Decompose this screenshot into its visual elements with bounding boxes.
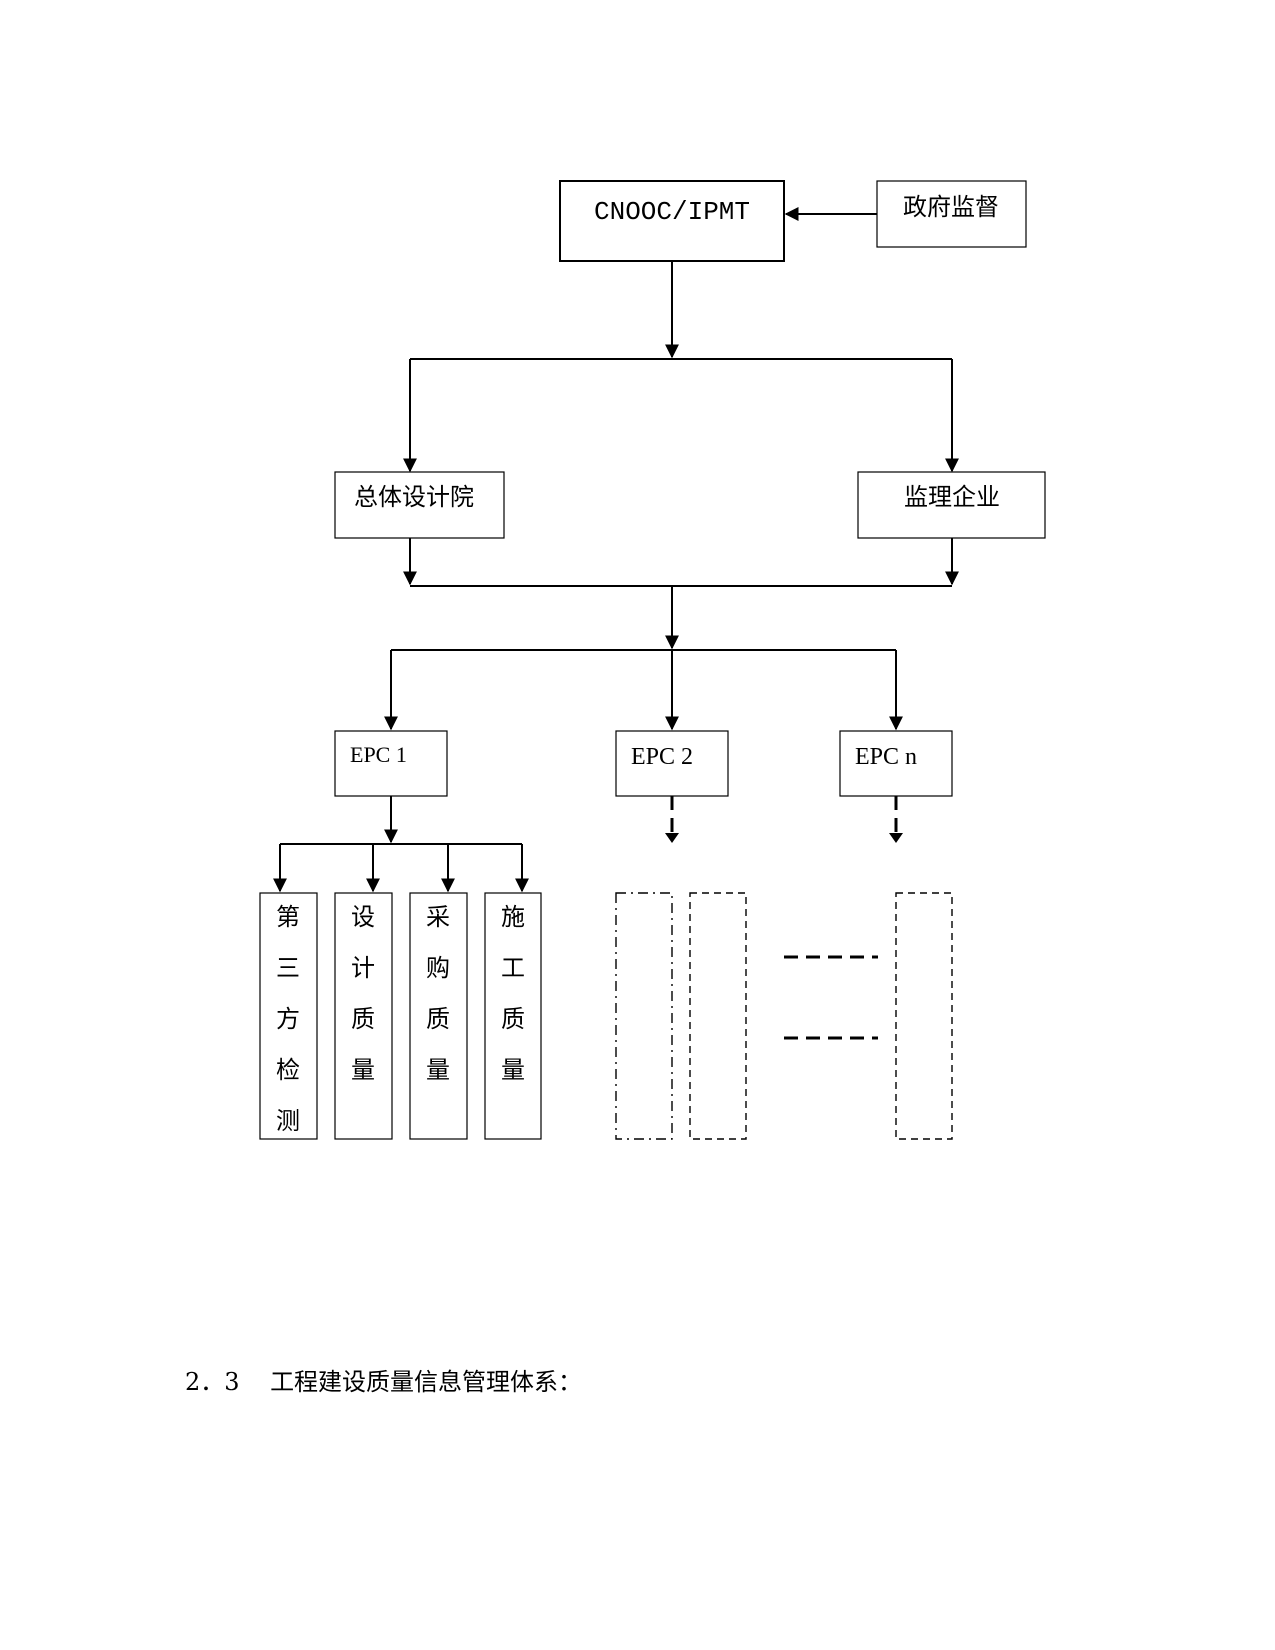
- label-procurement-quality-char-3: 质: [426, 1005, 450, 1033]
- arrowhead-epc2: [665, 833, 679, 843]
- label-procurement-quality-char-4: 量: [426, 1056, 450, 1084]
- label-third-party-inspection-char-3: 方: [276, 1005, 300, 1033]
- label-third-party-inspection-char-5: 测: [276, 1107, 300, 1135]
- label-procurement-quality-char-2: 购: [426, 954, 450, 982]
- section-number: 2．3: [185, 1368, 240, 1396]
- placeholder-box-1: [615, 892, 673, 1140]
- node-cnooc-ipmt: [559, 180, 785, 262]
- node-supervision-company-label: 监理企业: [904, 483, 1000, 511]
- node-design-institute: [334, 471, 505, 539]
- label-third-party-inspection-char-1: 第: [276, 903, 300, 931]
- section-heading: 2．3 工程建设质量信息管理体系：: [185, 1362, 582, 1397]
- node-government-supervision: [876, 180, 1027, 248]
- node-third-party-inspection: [259, 892, 318, 1140]
- label-design-quality-char-1: 设: [351, 903, 375, 931]
- node-epc-1: [334, 730, 448, 797]
- label-procurement-quality-char-1: 采: [426, 903, 450, 931]
- label-design-quality-char-4: 量: [351, 1056, 375, 1084]
- node-construction-quality: [484, 892, 542, 1140]
- node-design-quality: [334, 892, 393, 1140]
- placeholder-box-n: [895, 892, 953, 1140]
- node-design-institute-label: 总体设计院: [354, 483, 474, 511]
- label-construction-quality-char-1: 施: [501, 903, 525, 931]
- node-epc-1-label: EPC 1: [350, 742, 407, 767]
- placeholder-box-2: [689, 892, 747, 1140]
- label-construction-quality-char-2: 工: [501, 954, 525, 982]
- label-design-quality-char-3: 质: [351, 1005, 375, 1033]
- node-epc-2-label: EPC 2: [631, 744, 693, 770]
- node-government-supervision-label: 政府监督: [903, 193, 999, 221]
- label-construction-quality-char-4: 量: [501, 1056, 525, 1084]
- node-supervision-company: [857, 471, 1046, 539]
- node-cnooc-ipmt-label: CNOOC/IPMT: [594, 197, 750, 227]
- arrowhead-epcn: [889, 833, 903, 843]
- node-epc-n-label: EPC n: [855, 744, 917, 770]
- section-title: 工程建设质量信息管理体系：: [270, 1368, 583, 1396]
- label-design-quality-char-2: 计: [351, 954, 375, 982]
- label-third-party-inspection-char-2: 三: [276, 954, 300, 982]
- node-epc-n: [839, 730, 953, 797]
- label-third-party-inspection-char-4: 检: [276, 1056, 300, 1084]
- node-procurement-quality: [409, 892, 468, 1140]
- label-construction-quality-char-3: 质: [501, 1005, 525, 1033]
